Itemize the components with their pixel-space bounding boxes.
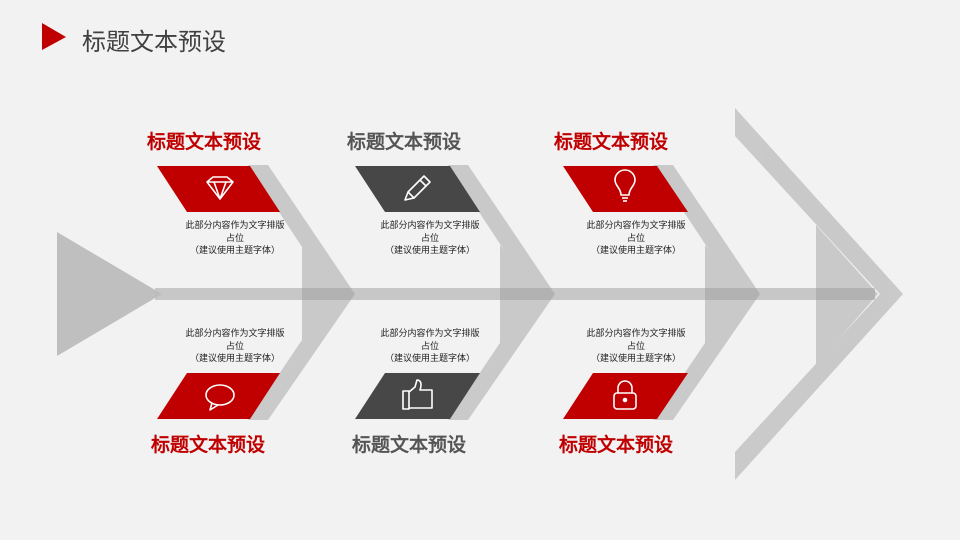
chevron-3 — [653, 165, 760, 420]
item-title: 标题文本预设 — [553, 131, 668, 153]
item-description: 此部分内容作为文字排版占位（建议使用主题字体） — [380, 221, 480, 256]
header-triangle-icon — [42, 23, 66, 50]
item-description: 此部分内容作为文字排版占位（建议使用主题字体） — [185, 329, 285, 364]
item-title: 标题文本预设 — [150, 434, 265, 456]
padlock-icon — [613, 380, 637, 410]
box-5 — [355, 373, 480, 419]
item-title: 标题文本预设 — [351, 434, 466, 456]
item-title: 标题文本预设 — [558, 434, 673, 456]
item-description: 此部分内容作为文字排版占位（建议使用主题字体） — [185, 221, 285, 256]
spine-bar — [155, 288, 875, 300]
item-title: 标题文本预设 — [346, 131, 461, 153]
pencil-icon — [404, 175, 431, 201]
box-4 — [157, 373, 280, 419]
item-description: 此部分内容作为文字排版占位（建议使用主题字体） — [586, 221, 686, 256]
thumbs-up-icon — [402, 379, 433, 410]
diamond-icon — [206, 176, 234, 200]
chevron-2 — [448, 165, 555, 420]
box-3 — [563, 166, 688, 212]
item-description: 此部分内容作为文字排版占位（建议使用主题字体） — [586, 329, 686, 364]
speech-bubble-icon — [205, 384, 235, 411]
chevron-1 — [248, 165, 355, 420]
item-title: 标题文本预设 — [146, 131, 261, 153]
item-description: 此部分内容作为文字排版占位（建议使用主题字体） — [380, 329, 480, 364]
box-6 — [563, 373, 688, 419]
box-2 — [355, 166, 480, 212]
box-1 — [157, 166, 280, 212]
fish-tail — [57, 232, 162, 356]
chevron-head — [735, 108, 903, 480]
page-title: 标题文本预设 — [82, 28, 226, 56]
lightbulb-icon — [614, 169, 636, 202]
